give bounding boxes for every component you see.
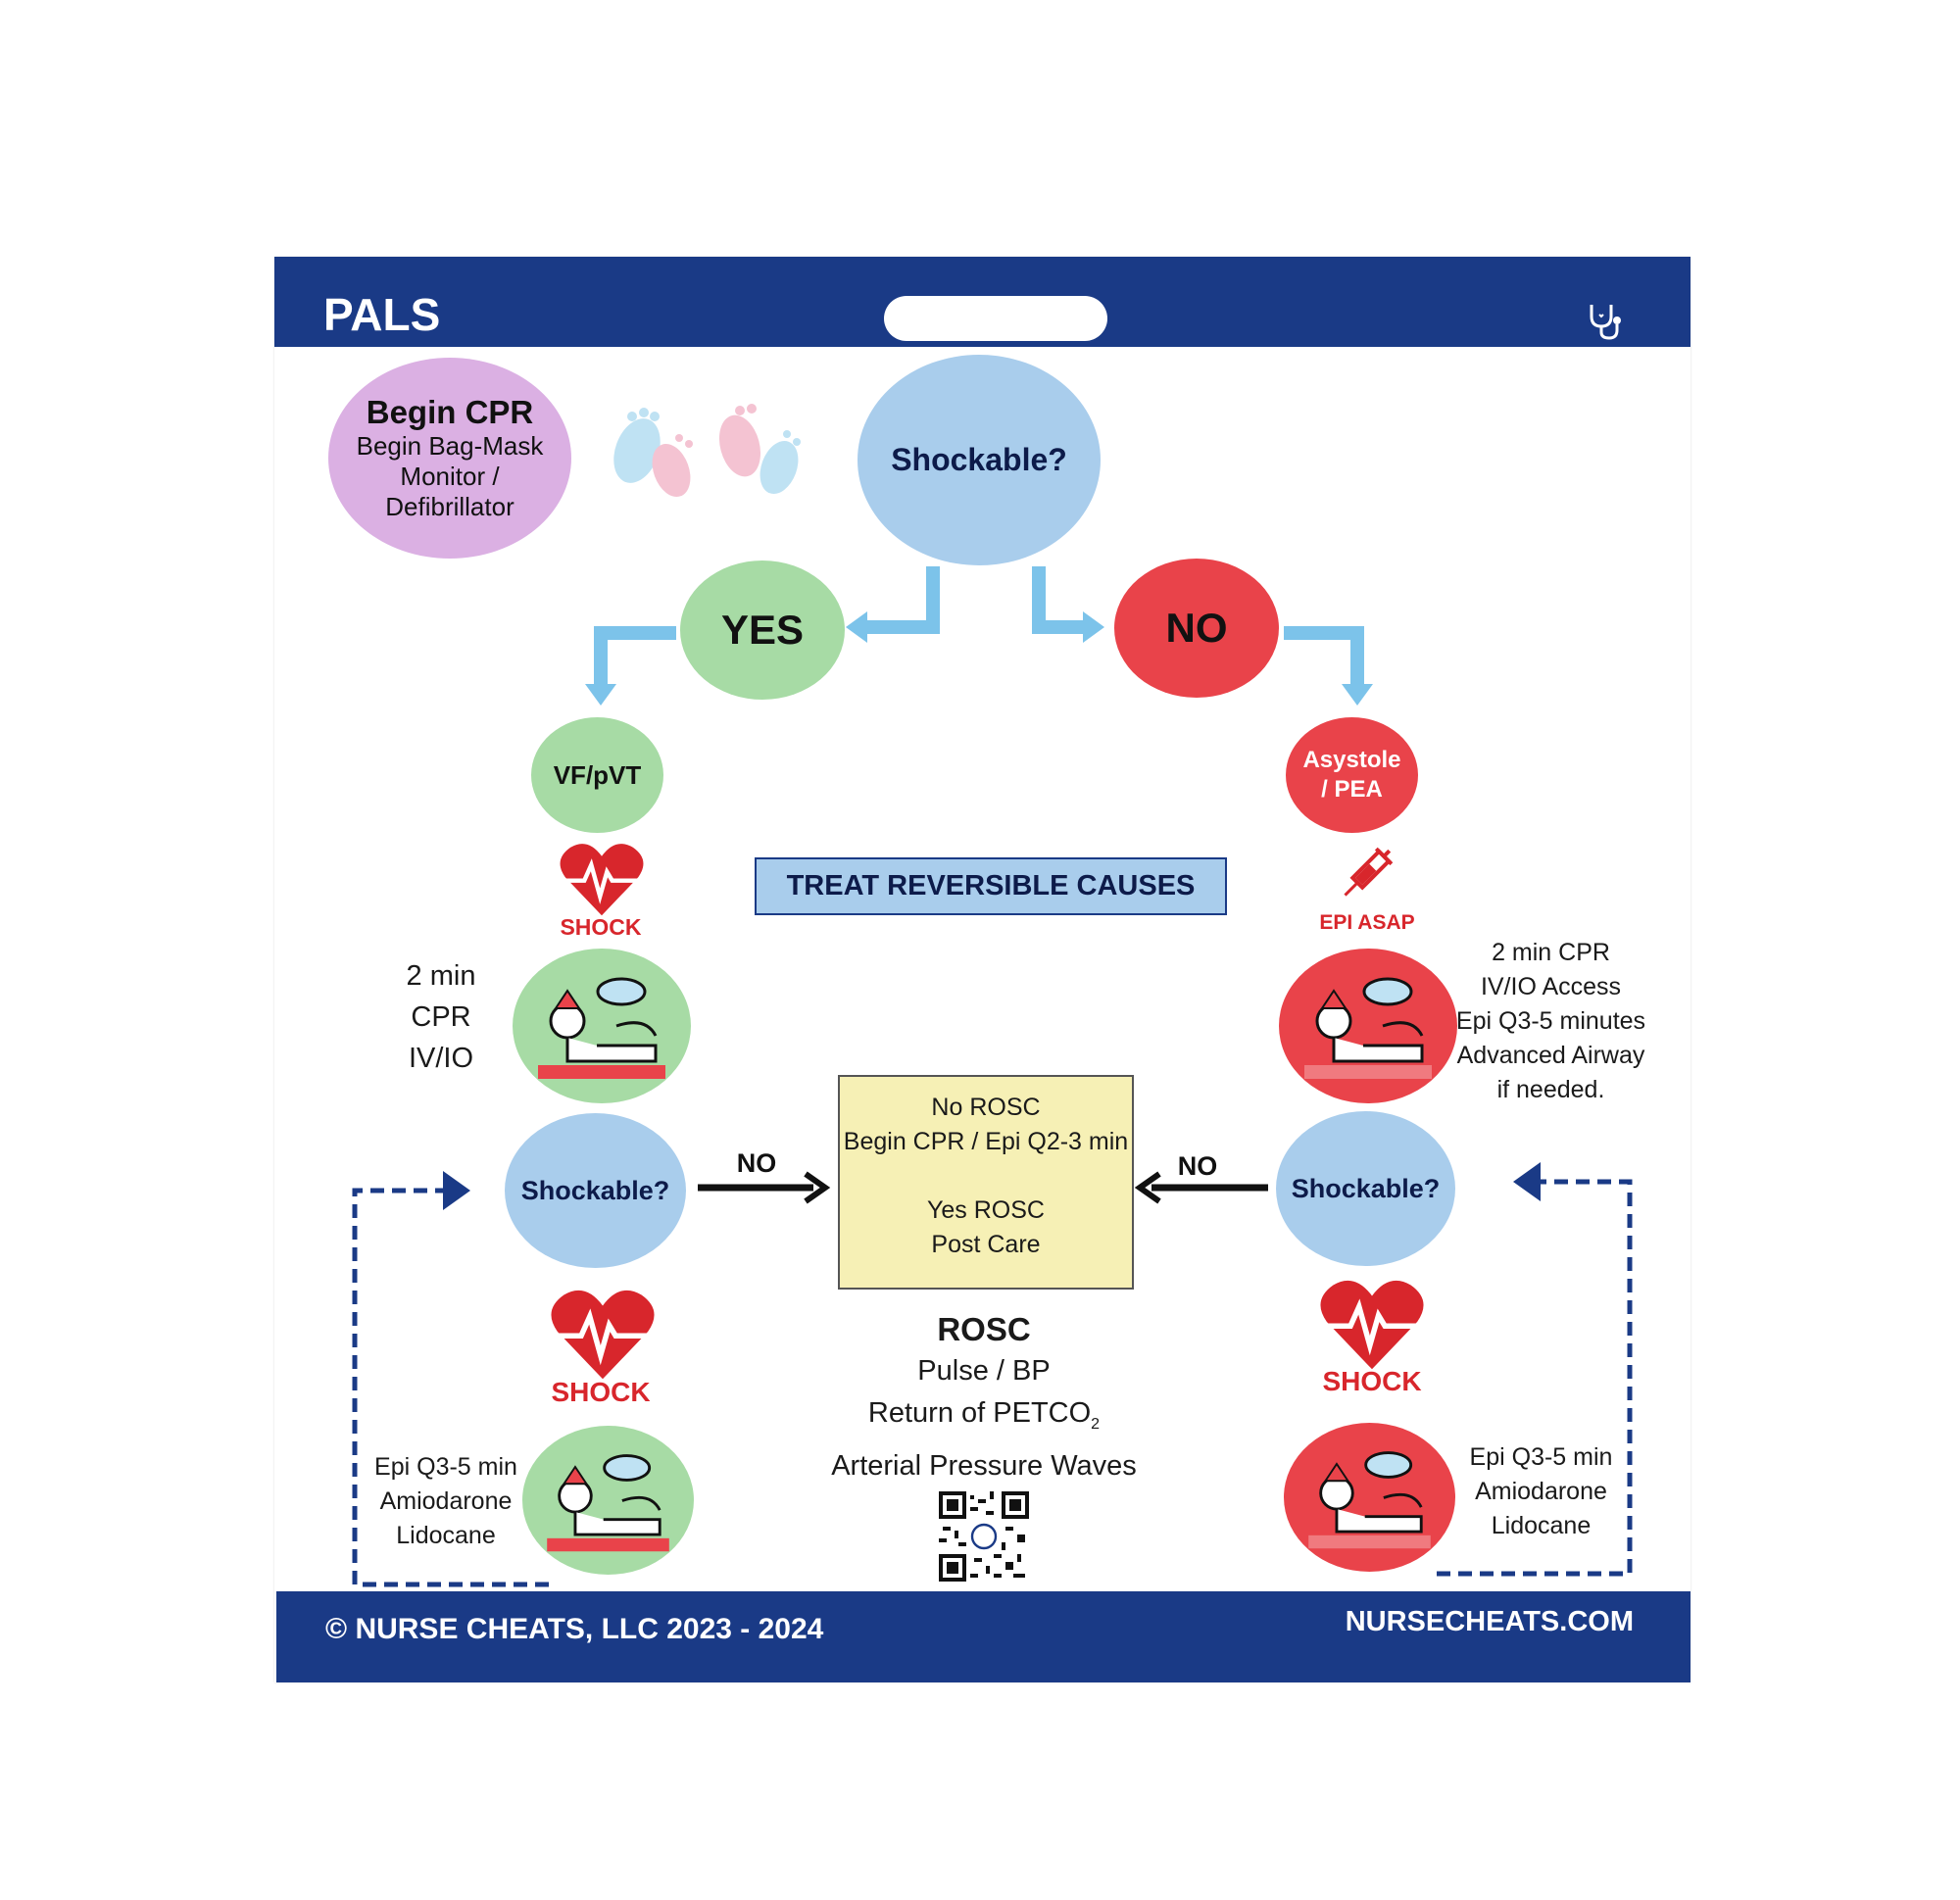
shock-label-right: SHOCK — [1322, 1366, 1422, 1396]
right-cpr-note-1: 2 min CPR — [1492, 939, 1610, 966]
asystole-label-1: Asystole — [1302, 747, 1401, 773]
right-cpr-notes: 2 min CPR IV/IO Access Epi Q3-5 minutes … — [1450, 936, 1651, 1107]
rosc-info: ROSC Pulse / BP Return of PETCO2 Arteria… — [804, 1308, 1164, 1487]
begin-cpr-title: Begin CPR — [366, 394, 534, 430]
right-cpr-note-5: if needed. — [1496, 1076, 1605, 1103]
rosc-decision-box: No ROSC Begin CPR / Epi Q2-3 min Yes ROS… — [838, 1075, 1134, 1290]
left-cpr-note-1: 2 min — [406, 960, 476, 992]
no-label: NO — [1165, 605, 1228, 651]
rosc-line-2-sub: 2 — [1091, 1415, 1101, 1433]
baby-feet-icon — [613, 404, 801, 498]
copyright-text: © NURSE CHEATS, LLC 2023 - 2024 — [325, 1613, 824, 1645]
right-cpr-note-4: Advanced Airway — [1456, 1042, 1645, 1069]
box-line-2: Begin CPR / Epi Q2-3 min — [843, 1128, 1129, 1155]
vf-pvt-label: VF/pVT — [553, 759, 642, 790]
begin-cpr-line2: Monitor / — [400, 462, 500, 491]
rosc-line-3: Arterial Pressure Waves — [831, 1449, 1137, 1482]
website-text: NURSECHEATS.COM — [1345, 1606, 1634, 1637]
begin-cpr-line1: Begin Bag-Mask — [356, 431, 544, 461]
right-drug-note-2: Amiodarone — [1475, 1478, 1607, 1505]
treat-label: TREAT REVERSIBLE CAUSES — [786, 870, 1196, 901]
infant-cpr-icon — [513, 949, 691, 1103]
right-drug-note-3: Lidocane — [1491, 1512, 1592, 1539]
left-drug-note-1: Epi Q3-5 min — [374, 1453, 517, 1481]
shockable-question-top-label: Shockable? — [891, 442, 1067, 477]
yes-label: YES — [720, 607, 805, 653]
shockable-question-right-label: Shockable? — [1291, 1173, 1441, 1203]
yes-node: YES — [680, 560, 845, 700]
badge-slot — [884, 296, 1107, 341]
right-cpr-note-2: IV/IO Access — [1480, 973, 1622, 1000]
heart-shock-icon-right — [1320, 1280, 1424, 1370]
infant-cpr-icon-left-2 — [522, 1426, 694, 1575]
box-line-1: No ROSC — [931, 1094, 1041, 1121]
qr-code-icon — [939, 1491, 1029, 1582]
box-line-4: Post Care — [931, 1231, 1041, 1258]
left-cpr-note-2: CPR — [411, 1001, 471, 1033]
shockable-question-right: Shockable? — [1276, 1111, 1455, 1266]
no-arrow-right-label: NO — [1177, 1151, 1218, 1181]
syringe-icon — [1344, 847, 1394, 897]
infant-cpr-icon-right — [1279, 949, 1457, 1103]
rosc-line-2: Return of PETCO — [867, 1397, 1092, 1429]
asystole-label-2: / PEA — [1321, 776, 1383, 803]
page-title: PALS — [323, 289, 441, 340]
rosc-title: ROSC — [937, 1311, 1031, 1347]
stethoscope-icon — [1590, 305, 1621, 340]
epi-asap-label: EPI ASAP — [1319, 911, 1415, 934]
shock-label-left-2: SHOCK — [551, 1377, 651, 1407]
left-drug-note-3: Lidocane — [396, 1522, 496, 1549]
right-drug-note-1: Epi Q3-5 min — [1469, 1443, 1613, 1471]
footer-bar: © NURSE CHEATS, LLC 2023 - 2024 NURSECHE… — [276, 1591, 1690, 1682]
begin-cpr-node: Begin CPR Begin Bag-Mask Monitor / Defib… — [328, 358, 571, 559]
right-cpr-note-3: Epi Q3-5 minutes — [1455, 1007, 1646, 1035]
left-drug-notes: Epi Q3-5 min Amiodarone Lidocane — [368, 1450, 524, 1553]
no-arrow-left-label: NO — [736, 1148, 777, 1178]
rosc-line-1: Pulse / BP — [917, 1355, 1051, 1387]
box-line-3: Yes ROSC — [927, 1196, 1045, 1224]
heart-shock-icon-left-2 — [551, 1290, 655, 1380]
heart-shock-icon — [560, 844, 644, 916]
left-cpr-note-3: IV/IO — [408, 1043, 474, 1074]
begin-cpr-line3: Defibrillator — [385, 492, 514, 521]
no-node: NO — [1114, 559, 1279, 698]
left-drug-note-2: Amiodarone — [379, 1487, 513, 1515]
vf-pvt-node: VF/pVT — [531, 717, 663, 833]
shockable-question-left-label: Shockable? — [520, 1175, 670, 1205]
left-cpr-notes: 2 min CPR IV/IO — [387, 955, 495, 1079]
treat-reversible-causes: TREAT REVERSIBLE CAUSES — [755, 857, 1227, 915]
shockable-question-top: Shockable? — [858, 355, 1101, 565]
shock-label-left-1: SHOCK — [560, 914, 642, 940]
right-drug-notes: Epi Q3-5 min Amiodarone Lidocane — [1465, 1440, 1617, 1543]
infant-cpr-icon-right-2 — [1284, 1423, 1455, 1572]
shockable-question-left: Shockable? — [505, 1113, 686, 1268]
asystole-pea-node: Asystole / PEA — [1286, 717, 1418, 833]
